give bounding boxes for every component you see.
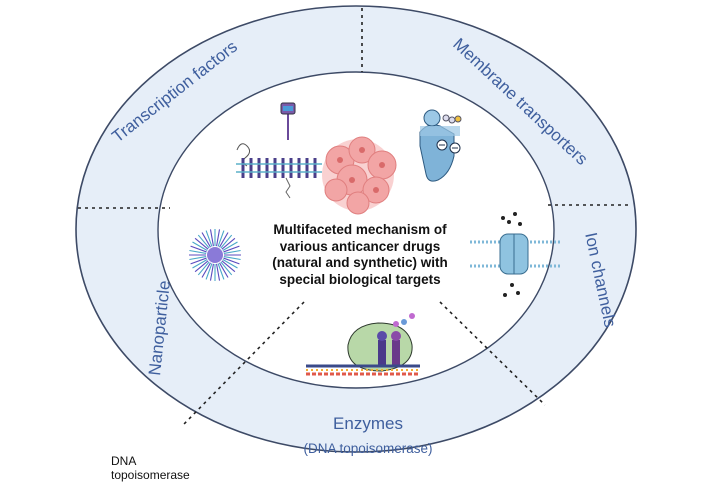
dashed-dividers [78, 8, 632, 425]
center-line-2: various anticancer drugs [279, 238, 441, 254]
note-line-2: topoisomerase [111, 468, 190, 482]
nanoparticle-spike [205, 263, 213, 280]
note-line-1: DNA [111, 454, 137, 468]
nanoparticle-spike [205, 230, 213, 247]
nanoparticle-spike [219, 262, 229, 278]
nanoparticle-spike [223, 257, 240, 265]
nanoparticle-spike [217, 230, 225, 247]
nanoparticle-spike [192, 259, 208, 269]
tumor-cells-icon [322, 136, 397, 215]
nanoparticle-spike [223, 245, 240, 253]
label-enzymes: Enzymes [333, 414, 403, 433]
nanoparticle-spike [209, 263, 214, 281]
nanoparticle-spike [189, 249, 207, 254]
nanoparticle-spike [221, 260, 236, 273]
nanoparticle-spike [220, 234, 233, 249]
nanoparticle-spike [189, 256, 207, 261]
nanoparticle-spike [216, 263, 221, 281]
bottom-note: DNA topoisomerase [111, 454, 190, 482]
nanoparticle-spike [209, 229, 214, 247]
nanoparticle-spike [220, 261, 233, 276]
nanoparticle-spike [194, 260, 209, 273]
center-title: Multifaceted mechanism of various antica… [240, 222, 480, 288]
nanoparticle-spike [197, 234, 210, 249]
ion-channel-icon [470, 212, 560, 297]
center-line-1: Multifaceted mechanism of [273, 222, 447, 237]
nanoparticle-spike [222, 259, 238, 269]
nanoparticle-spike [201, 232, 211, 248]
nanoparticle-spike [222, 241, 238, 251]
label-enzymes-sub: (DNA topoisomerase) [303, 441, 433, 456]
nanoparticle-spike [197, 261, 210, 276]
nanoparticle-spike [190, 257, 207, 265]
nanoparticle-spike [223, 256, 241, 261]
receptor-icon [236, 102, 322, 199]
transporter-icon [419, 109, 462, 182]
nanoparticle-spike [219, 232, 229, 248]
nanoparticle-spike [216, 229, 221, 247]
nanoparticle-spike [221, 237, 236, 250]
nanoparticle-spike [217, 263, 225, 280]
enzyme-dna-icon [306, 313, 420, 376]
nanoparticle-spike [223, 249, 241, 254]
nanoparticle-spike [192, 241, 208, 251]
center-line-3: (natural and synthetic) with [272, 255, 448, 270]
nanoparticle-spike [201, 262, 211, 278]
center-line-4: special biological targets [279, 271, 441, 287]
nanoparticle-icon [189, 229, 241, 281]
nanoparticle-spike [190, 245, 207, 253]
nanoparticle-spike [194, 237, 209, 250]
